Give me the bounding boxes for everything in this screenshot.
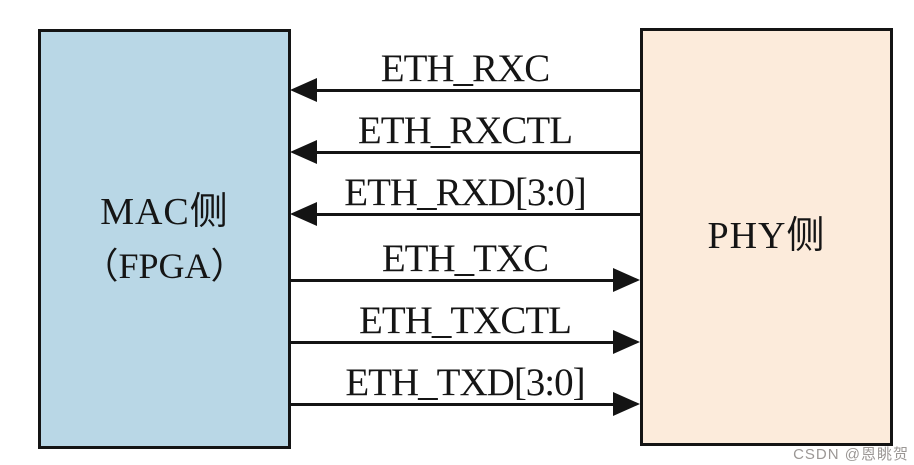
signal-label: ETH_TXCTL <box>359 299 572 342</box>
mac-box-title: MAC侧 <box>100 191 229 234</box>
arrowhead-left-icon <box>290 202 317 226</box>
signal-line <box>312 151 640 154</box>
signal-eth-rxctl: ETH_RXCTL <box>290 109 640 164</box>
signal-label: ETH_RXD[3:0] <box>344 171 586 214</box>
mac-box-subtitle: （FPGA） <box>82 246 247 287</box>
signal-line <box>290 279 618 282</box>
phy-box: PHY侧 <box>640 28 893 446</box>
phy-box-title: PHY侧 <box>707 215 826 258</box>
watermark: CSDN @恩眺贺 <box>793 446 909 463</box>
signal-label: ETH_RXC <box>380 47 551 90</box>
signal-eth-txd: ETH_TXD[3:0] <box>290 361 640 416</box>
signal-eth-txctl: ETH_TXCTL <box>290 299 640 354</box>
signal-line <box>290 341 618 344</box>
arrowhead-right-icon <box>613 330 640 354</box>
signal-label: ETH_TXD[3:0] <box>345 361 585 404</box>
mac-box: MAC侧 （FPGA） <box>38 29 291 449</box>
arrowhead-right-icon <box>613 268 640 292</box>
signal-eth-rxc: ETH_RXC <box>290 47 640 102</box>
signal-label: ETH_TXC <box>381 237 549 280</box>
signal-eth-txc: ETH_TXC <box>290 237 640 292</box>
signal-line <box>312 89 640 92</box>
signal-line <box>290 403 618 406</box>
signal-label: ETH_RXCTL <box>357 109 573 152</box>
arrowhead-left-icon <box>290 78 317 102</box>
arrowhead-left-icon <box>290 140 317 164</box>
signal-line <box>312 213 640 216</box>
signal-eth-rxd: ETH_RXD[3:0] <box>290 171 640 226</box>
arrowhead-right-icon <box>613 392 640 416</box>
